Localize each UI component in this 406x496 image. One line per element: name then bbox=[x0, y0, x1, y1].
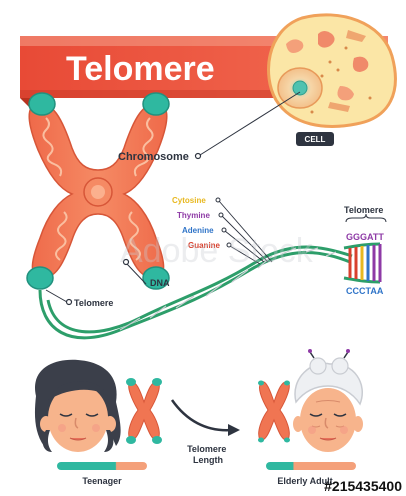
elderly-label: Elderly Adult bbox=[277, 476, 332, 486]
telomere-cap-bottom-left bbox=[26, 266, 54, 290]
image-id: #215435400 bbox=[324, 478, 402, 494]
sequence-top: GGGATT bbox=[346, 232, 384, 242]
telomere-length-line-2: Length bbox=[193, 455, 223, 465]
telomere-cap-top-right bbox=[142, 92, 170, 116]
chromosome-illustration bbox=[26, 92, 170, 290]
base-label-guanine: Guanine bbox=[188, 241, 221, 250]
elderly-telomere-bar bbox=[266, 462, 356, 470]
teenager-telomere-bar bbox=[57, 462, 147, 470]
telomere-left-label: Telomere bbox=[74, 298, 113, 308]
dna-leader bbox=[122, 258, 147, 285]
elderly-illustration bbox=[258, 349, 363, 452]
dna-strand bbox=[38, 245, 353, 340]
sequence-bottom: CCCTAA bbox=[346, 286, 384, 296]
watermark-text: Adobe Stock bbox=[120, 232, 314, 270]
cell-label-badge bbox=[296, 132, 334, 146]
telomere-cap-top-left bbox=[28, 92, 56, 116]
teenager-illustration bbox=[34, 359, 162, 452]
chromosome-leader bbox=[194, 91, 301, 160]
telomere-cap-bottom-right bbox=[142, 266, 170, 290]
chromosome-label: Chromosome bbox=[118, 151, 189, 163]
base-pair-ladder bbox=[343, 213, 387, 284]
telomere-left-leader bbox=[45, 289, 73, 306]
telomere-length-label: Telomere Length bbox=[187, 444, 229, 465]
telomere-right-label: Telomere bbox=[344, 205, 383, 215]
cell-illustration bbox=[267, 13, 397, 128]
teenager-label: Teenager bbox=[82, 476, 122, 486]
telomere-length-line-1: Telomere bbox=[187, 444, 226, 454]
base-label-adenine: Adenine bbox=[182, 226, 214, 235]
title-text: Telomere bbox=[66, 50, 215, 88]
dna-label: DNA bbox=[150, 278, 170, 288]
base-labels: Cytosine Thymine Adenine Guanine bbox=[172, 196, 273, 265]
cell-label: CELL bbox=[305, 135, 326, 144]
aging-arrow bbox=[170, 399, 240, 436]
base-label-cytosine: Cytosine bbox=[172, 196, 206, 205]
base-label-thymine: Thymine bbox=[177, 211, 210, 220]
